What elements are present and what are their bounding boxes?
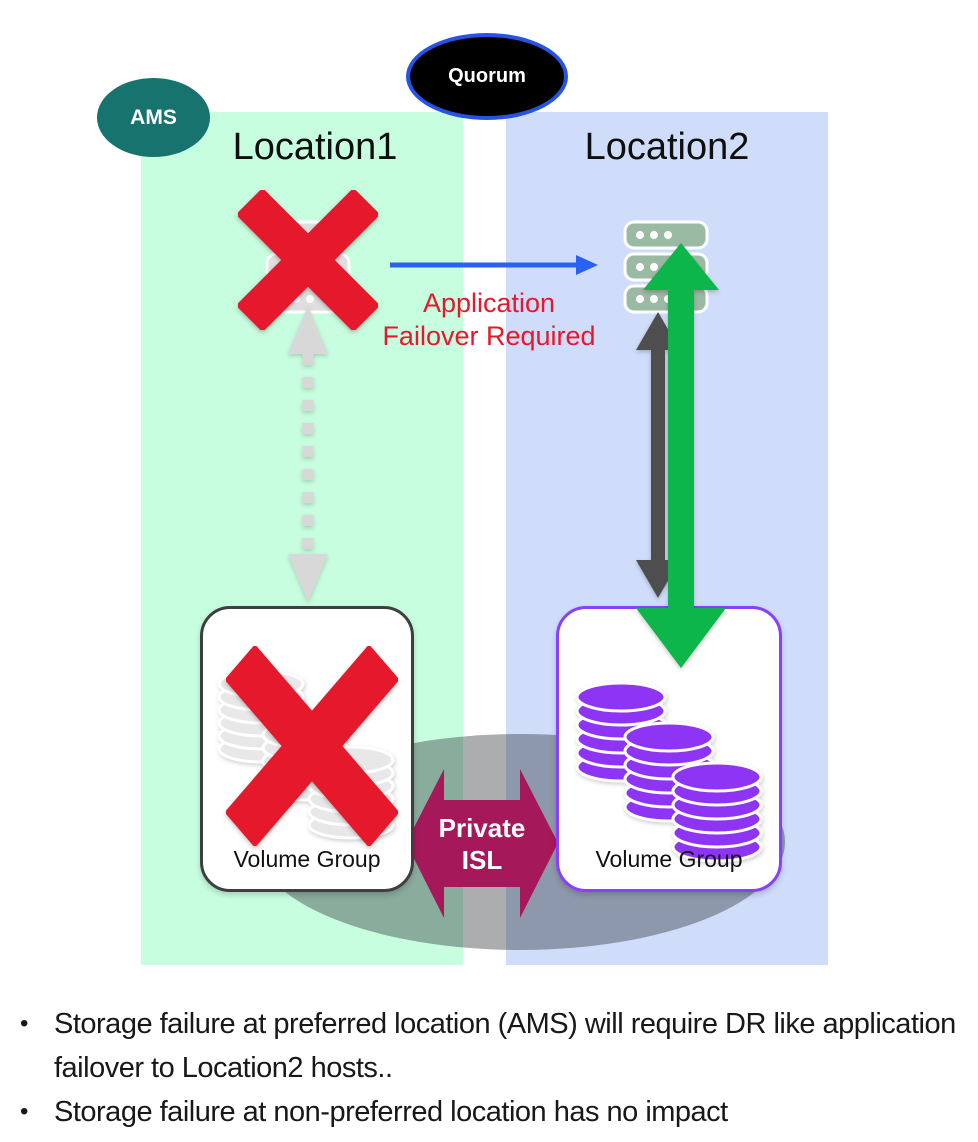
replication-arrows-icon bbox=[636, 243, 726, 668]
note-text-1: Storage failure at preferred location (A… bbox=[54, 1008, 956, 1084]
failed-server-x-icon bbox=[238, 190, 378, 330]
replication-green-arrow-icon bbox=[636, 243, 726, 668]
bullet-icon: • bbox=[20, 1010, 28, 1037]
disk-stack-icon-active bbox=[575, 681, 763, 863]
private-isl-label-line1: Private bbox=[438, 813, 526, 843]
volume-group-label-location2: Volume Group bbox=[595, 846, 743, 872]
failed-storage-x-icon bbox=[226, 646, 398, 846]
volume-group-label-location1: Volume Group bbox=[233, 846, 381, 872]
failover-caption-line1: Application bbox=[422, 288, 556, 318]
dotted-link-arrow-icon bbox=[288, 306, 328, 602]
note-item-2: • Storage failure at non-preferred locat… bbox=[14, 1090, 958, 1134]
location2-title: Location2 bbox=[584, 126, 750, 168]
application-failover-caption: Application Failover Required bbox=[378, 287, 600, 353]
private-isl-label: Private ISL bbox=[406, 812, 558, 876]
ams-badge: AMS bbox=[97, 78, 210, 157]
private-isl-arrow-icon bbox=[406, 769, 558, 918]
quorum-label: Quorum bbox=[448, 65, 526, 87]
bullet-icon: • bbox=[20, 1098, 28, 1125]
notes-list: • Storage failure at preferred location … bbox=[14, 1002, 958, 1134]
volume-group-card-location2: Volume Group bbox=[556, 606, 782, 892]
quorum-node: Quorum bbox=[406, 33, 568, 120]
private-isl-label-line2: ISL bbox=[461, 845, 503, 875]
failover-caption-line2: Failover Required bbox=[382, 321, 596, 351]
note-item-1: • Storage failure at preferred location … bbox=[14, 1002, 958, 1090]
host-failover-arrow-icon bbox=[390, 255, 598, 275]
ams-label: AMS bbox=[130, 105, 177, 129]
note-text-2: Storage failure at non-preferred locatio… bbox=[54, 1096, 728, 1128]
location1-title: Location1 bbox=[232, 126, 398, 168]
